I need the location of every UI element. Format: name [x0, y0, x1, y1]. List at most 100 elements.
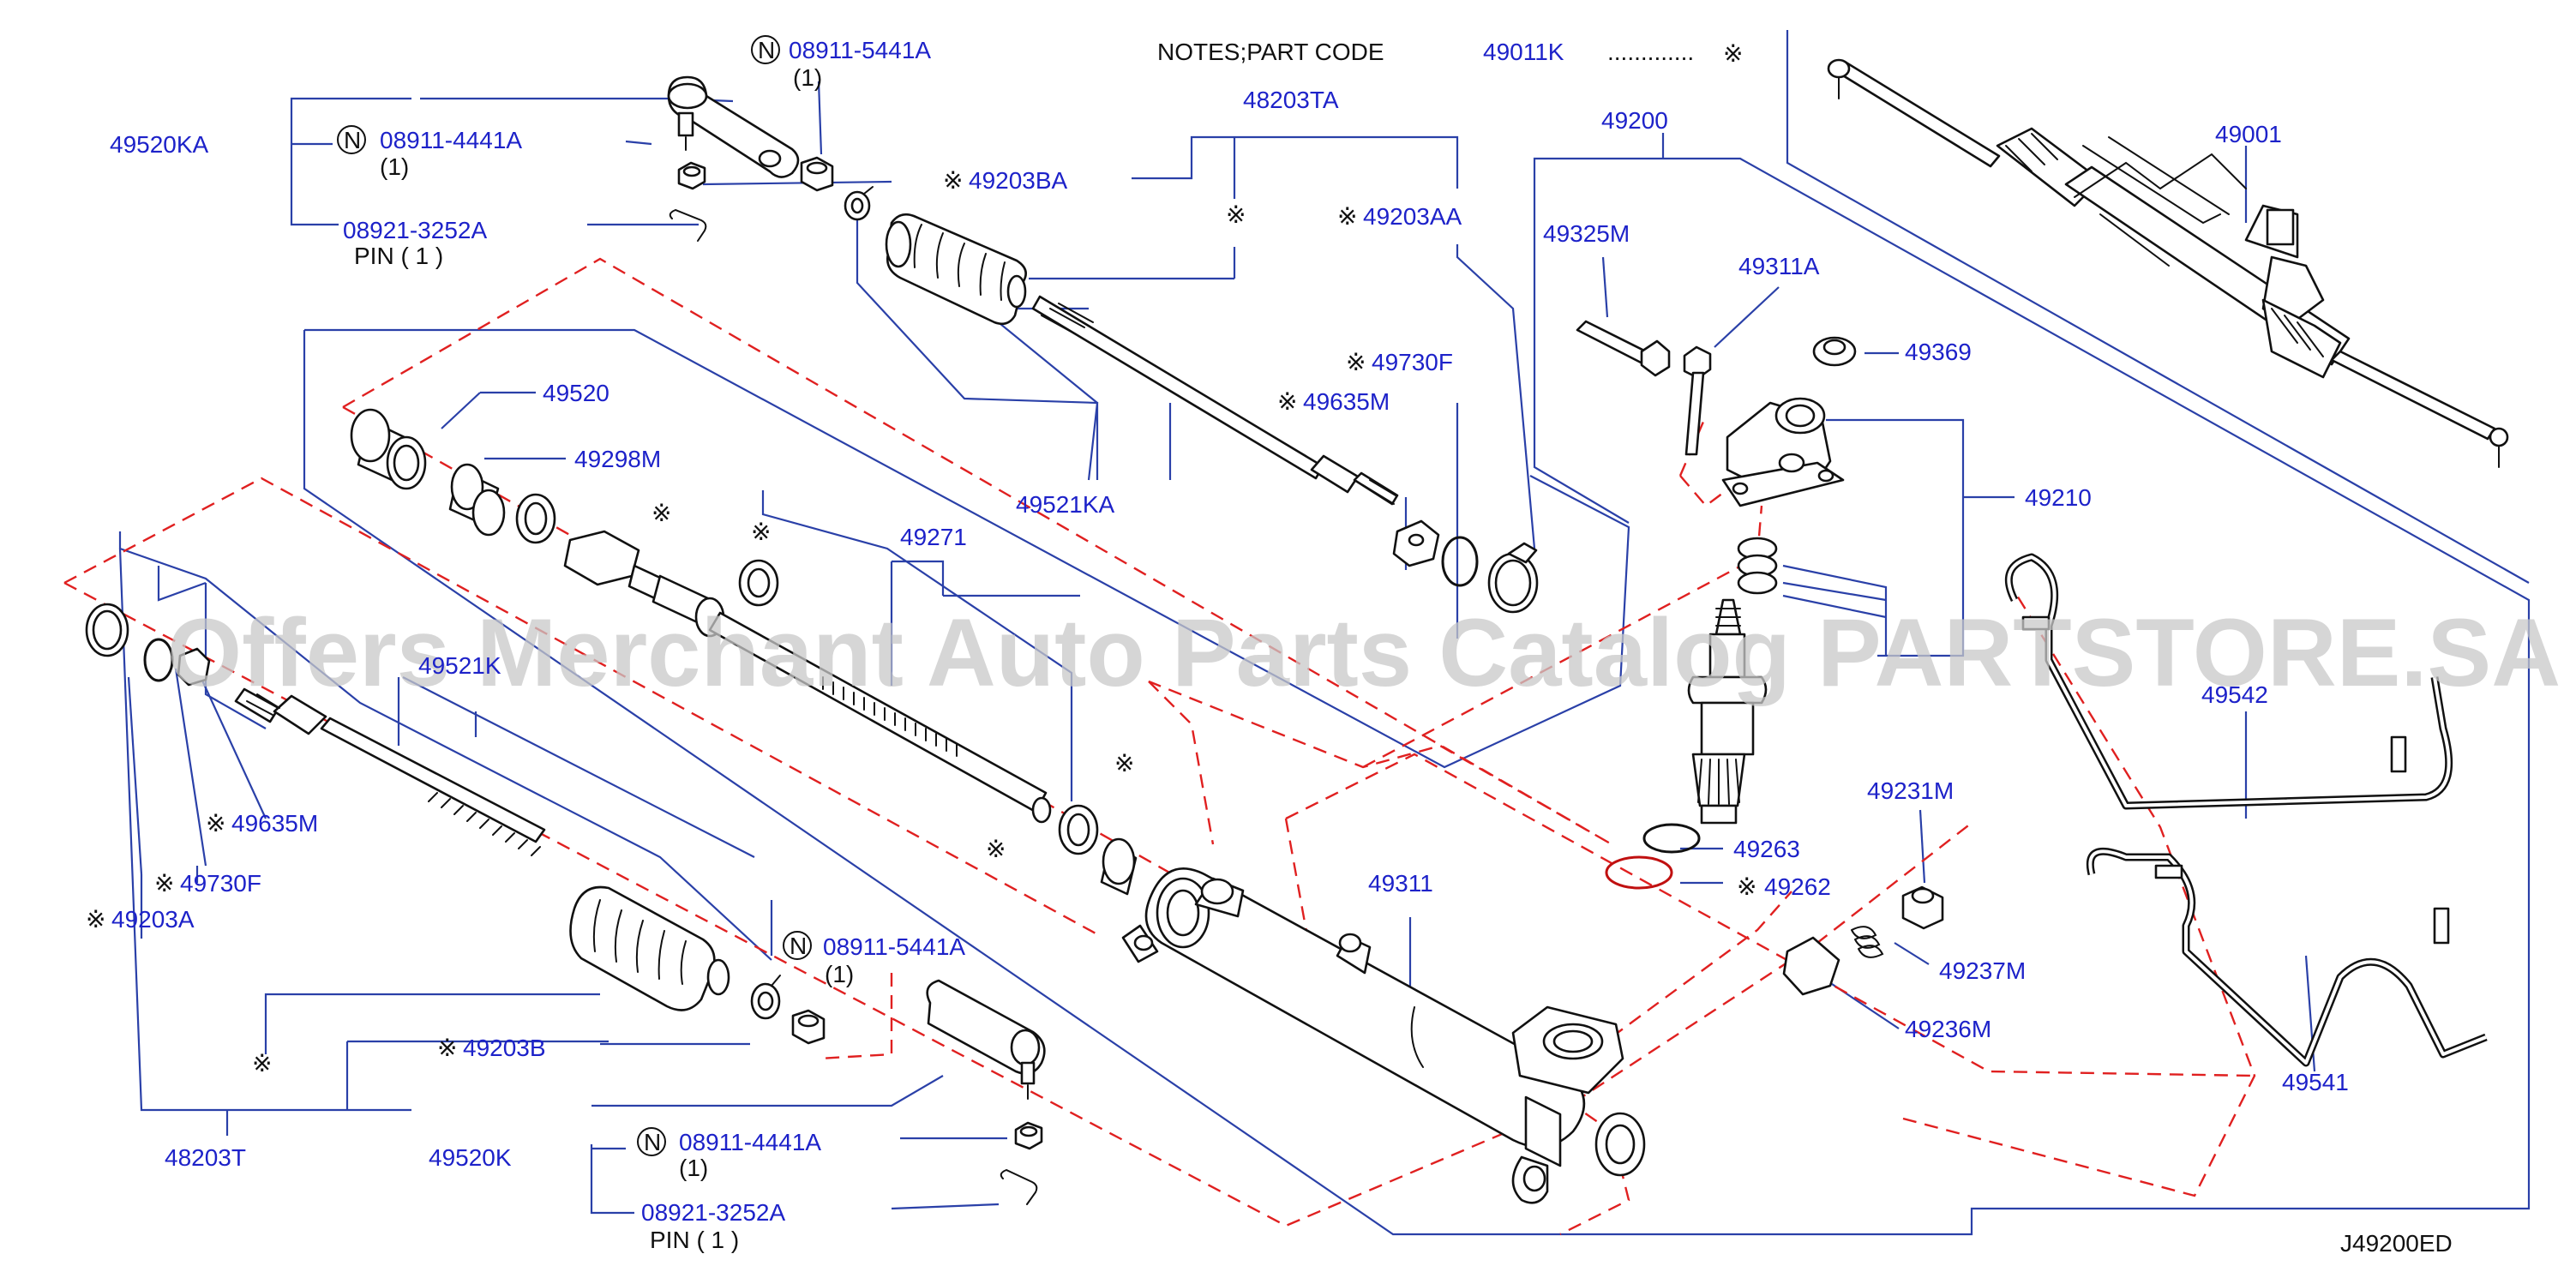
label-49236M: 49236M: [1905, 1016, 1991, 1042]
tube-49542: [2004, 553, 2453, 810]
ref-mark-48203T: ※: [252, 1050, 272, 1077]
nut-bottom-1: [1014, 1121, 1043, 1150]
clip-49203AA: [1487, 542, 1539, 614]
boot-lower: [569, 885, 730, 1011]
outer-tie-rod-end-bottom: [926, 979, 1046, 1100]
inner-tie-rod-lower: [234, 687, 546, 856]
seal-ring-1: [1058, 804, 1099, 855]
label-49521KA: 49521KA: [1016, 491, 1115, 518]
label-49369: 49369: [1905, 339, 1972, 365]
pin-top: PIN ( 1 ): [354, 243, 443, 269]
watermark: Offers Merchant Auto Parts Catalog PARTS…: [167, 599, 2561, 706]
ref-mark-49203A: ※: [86, 906, 105, 933]
cotter-pin-bottom: [1000, 1168, 1038, 1205]
outer-tie-rod-end-top: [667, 75, 800, 178]
label-49520: 49520: [543, 380, 609, 406]
o-ring-49262: [1605, 855, 1673, 890]
n-mark-bot-2: N: [644, 1129, 661, 1155]
label-49520K: 49520K: [429, 1144, 512, 1171]
label-08911-5441A-top: 08911-5441A: [789, 37, 931, 63]
label-49520KA: 49520KA: [110, 131, 209, 158]
dashed-outlines: [63, 257, 2256, 1236]
label-49298M: 49298M: [574, 446, 661, 472]
boot-upper: [885, 213, 1027, 326]
ref-mark-ring: ※: [652, 500, 671, 526]
label-48203T: 48203T: [165, 1144, 246, 1171]
label-08921-3252A-bot: 08921-3252A: [641, 1199, 785, 1226]
plug-49231M: [1901, 885, 1944, 930]
label-49730F-l: 49730F: [180, 870, 261, 897]
notes-label: NOTES;PART CODE: [1157, 39, 1384, 65]
label-08921-3252A-top: 08921-3252A: [343, 217, 487, 243]
ref-mark-seal-1: ※: [986, 836, 1006, 862]
label-49635M-r: 49635M: [1303, 388, 1390, 415]
label-49311: 49311: [1368, 870, 1433, 897]
label-49325M: 49325M: [1543, 220, 1630, 247]
ref-mark-49203AA: ※: [1337, 203, 1357, 230]
label-49203AA: 49203AA: [1363, 203, 1462, 230]
spring-49237M: [1851, 926, 1884, 958]
label-49542: 49542: [2201, 681, 2268, 708]
inner-tie-rod-upper: [1031, 295, 1399, 506]
label-49231M: 49231M: [1867, 777, 1954, 804]
label-48203TA: 48203TA: [1243, 87, 1339, 113]
ref-mark-48203TA: ※: [1226, 201, 1246, 228]
n-mark-bot-1: N: [790, 933, 807, 959]
ref-mark-49203B: ※: [437, 1035, 457, 1061]
label-49210: 49210: [2025, 484, 2092, 511]
label-08911-4441A-top: 08911-4441A: [380, 127, 522, 153]
bushing-ring: [515, 493, 556, 544]
pinion-shaft: [1687, 598, 1768, 825]
label-08911-4441A-bot: 08911-4441A: [679, 1129, 821, 1155]
label-08911-5441A-bot: 08911-5441A: [823, 933, 965, 960]
label-49203A: 49203A: [111, 906, 195, 933]
ref-mark-ring-small: ※: [751, 519, 771, 545]
part-labels: 08911-5441A (1) 49520KA 08911-4441A (1) …: [110, 37, 2349, 1253]
part-drawings: [85, 58, 2509, 1205]
label-49262: 49262: [1764, 873, 1831, 900]
tube-49541: [2087, 847, 2488, 1067]
qty-bot-1: (1): [825, 961, 854, 987]
label-49730F-r: 49730F: [1372, 349, 1453, 375]
n-mark-top-1: N: [758, 37, 775, 63]
ref-mark-49203BA: ※: [943, 167, 963, 194]
notes-part-code: 49011K: [1483, 39, 1564, 65]
ring-49730F-r: [1441, 536, 1479, 587]
washer-top-nut: [800, 156, 834, 192]
lock-plate-49635M-r: [1392, 519, 1440, 567]
label-49635M-l: 49635M: [231, 810, 318, 837]
ring-small-center: [738, 559, 779, 607]
label-49521K: 49521K: [418, 652, 501, 679]
ref-mark-49262: ※: [1737, 873, 1756, 900]
cotter-pin-top: [669, 208, 707, 242]
ref-mark-seal-2: ※: [1114, 750, 1134, 777]
rack-49271: [708, 611, 1052, 824]
bushing-49298M: [448, 463, 506, 537]
lock-plate-49635M-l: [177, 647, 211, 687]
ref-mark-49635M-l: ※: [206, 810, 225, 837]
washer-49369: [1812, 336, 1857, 367]
seal-stack: [1737, 537, 1778, 595]
diagram-code: J49200ED: [2340, 1230, 2453, 1257]
n-marks: N N N N: [337, 35, 812, 1156]
ref-mark-49730F-l: ※: [154, 870, 174, 897]
label-49001: 49001: [2215, 121, 2282, 147]
ref-mark-notes: ※: [1723, 40, 1743, 67]
retainer-49236M: [1782, 936, 1840, 996]
steering-gear-assembly-49001: [1827, 58, 2509, 468]
label-49541: 49541: [2282, 1069, 2349, 1095]
pin-bot: PIN ( 1 ): [650, 1227, 739, 1253]
n-mark-top-2: N: [344, 127, 361, 153]
clip-49203B: [750, 975, 781, 1020]
bolt-49311A: [1683, 345, 1712, 456]
qty-top-1: (1): [793, 64, 822, 91]
clip-49203A: [85, 603, 129, 657]
qty-bot-2: (1): [679, 1155, 708, 1181]
label-49200: 49200: [1601, 107, 1668, 134]
ref-mark-49635M-r: ※: [1277, 388, 1297, 415]
valve-cover-49210: [1721, 397, 1845, 507]
label-49311A: 49311A: [1738, 253, 1820, 279]
bushing-49520: [350, 408, 427, 490]
qty-top-2: (1): [380, 153, 409, 180]
